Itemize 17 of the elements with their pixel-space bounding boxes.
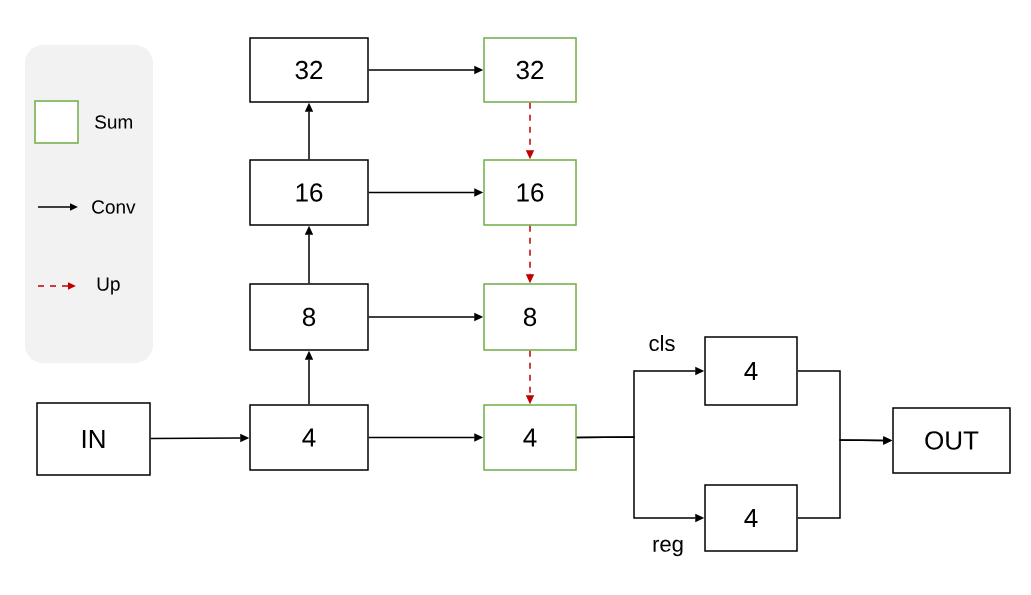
layer-box: OUT	[892, 407, 1011, 474]
sum-box: 16	[483, 159, 577, 226]
legend-label: Sum	[95, 115, 132, 129]
layer-box: 32	[249, 37, 369, 103]
legend-label: Conv	[92, 200, 136, 214]
edge-label: reg	[651, 538, 685, 558]
sum-box: 4	[483, 404, 577, 471]
layer-box: 8	[249, 283, 369, 351]
sum-box: 32	[483, 37, 577, 103]
layer-box: 4	[704, 336, 798, 406]
layer-box: 4	[249, 404, 369, 471]
legend-label: Up	[97, 277, 120, 295]
layer-box: IN	[36, 402, 151, 476]
sum-box: 8	[483, 283, 577, 351]
layer-box: 16	[249, 159, 369, 226]
layer-box: 4	[704, 484, 798, 552]
edge-label: cls	[647, 333, 677, 353]
